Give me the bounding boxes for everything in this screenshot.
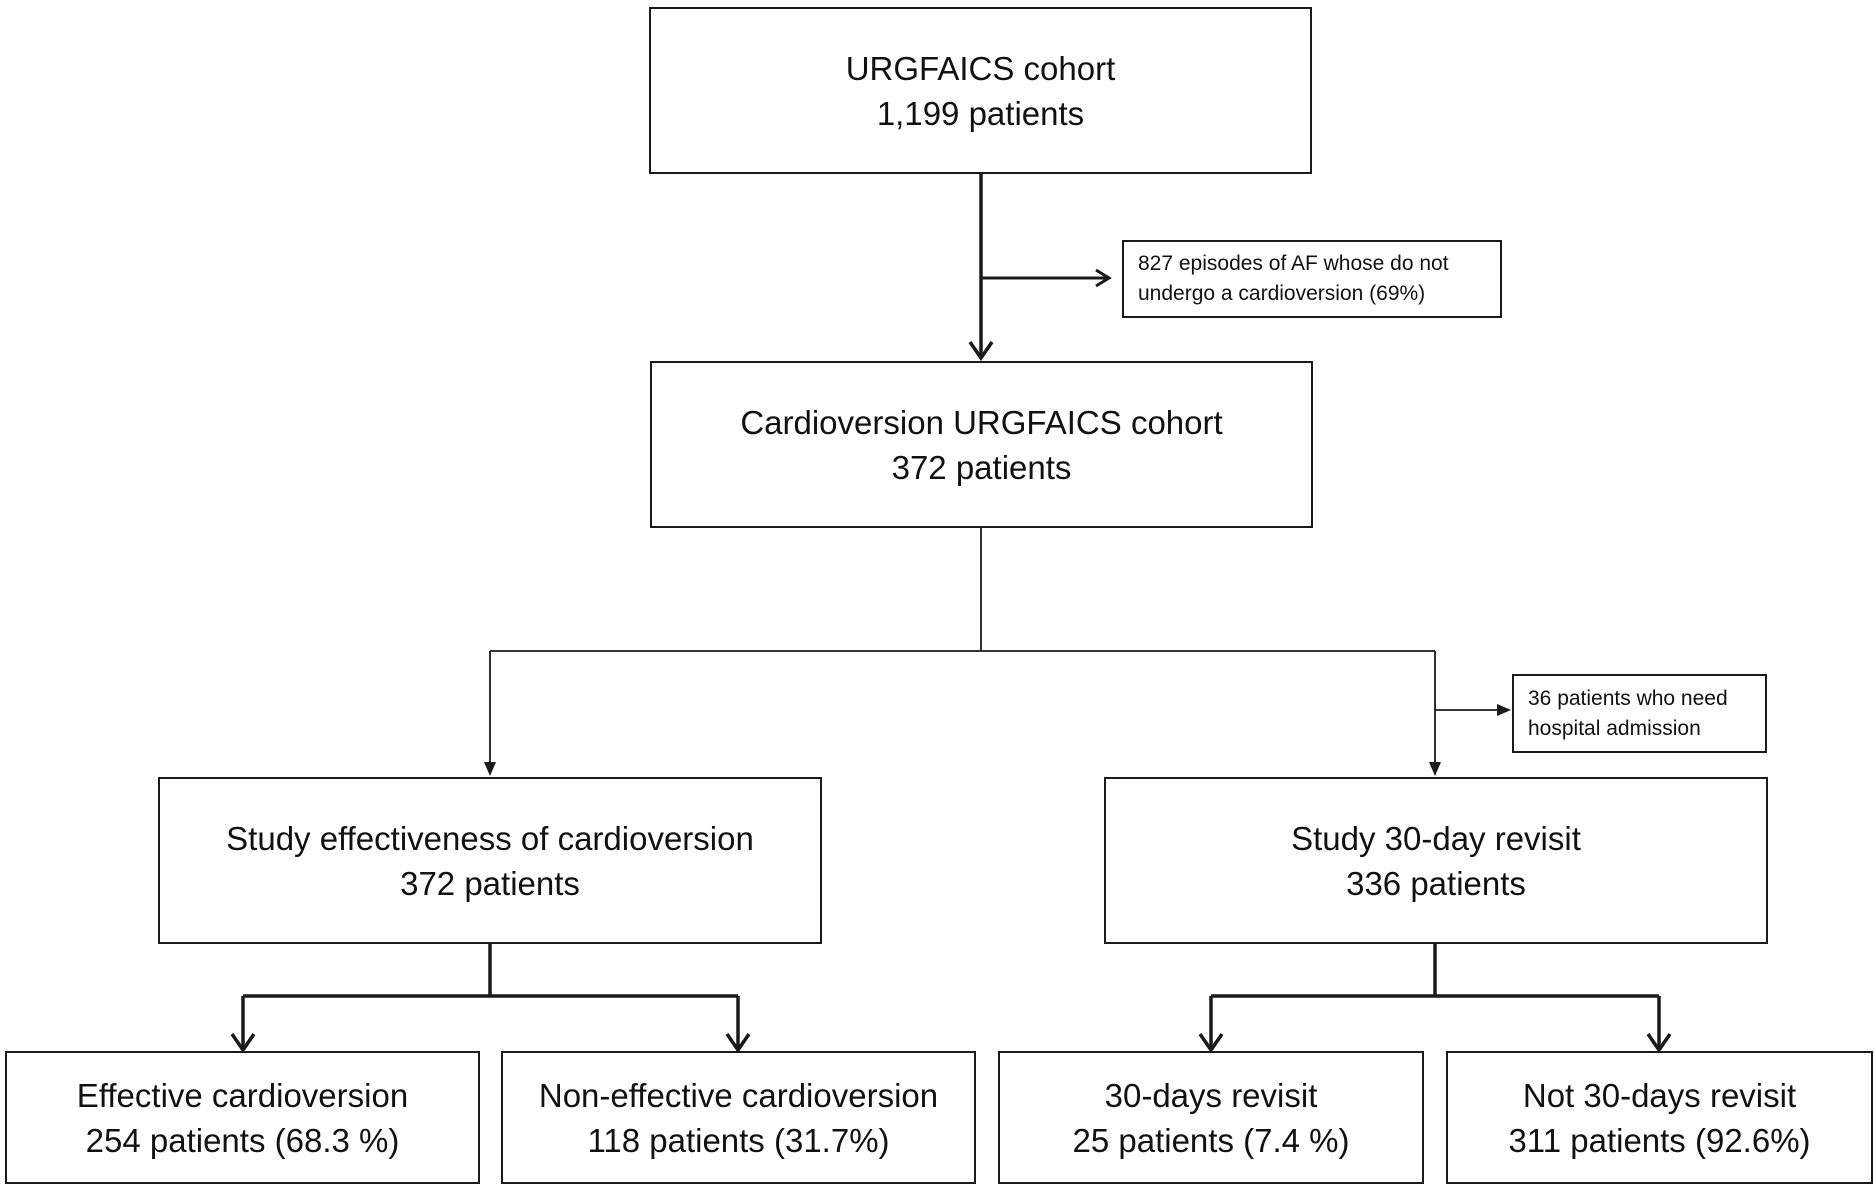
arrow-to-exclusion-admission — [1435, 704, 1511, 716]
revisit-title: 30-days revisit — [1104, 1076, 1318, 1114]
no-revisit-box: Not 30-days revisit 311 patients (92.6%) — [1446, 1051, 1873, 1184]
no-revisit-count: 311 patients (92.6%) — [1508, 1121, 1811, 1159]
revisit-study-title: Study 30-day revisit — [1291, 819, 1581, 857]
cardioversion-cohort-count: 372 patients — [891, 448, 1072, 486]
non-effective-cardioversion-box: Non-effective cardioversion 118 patients… — [501, 1051, 976, 1184]
non-effective-cardioversion-count: 118 patients (31.7%) — [587, 1121, 890, 1159]
cardioversion-cohort-title: Cardioversion URGFAICS cohort — [740, 403, 1223, 441]
cohort-title: URGFAICS cohort — [845, 49, 1116, 87]
cohort-count: 1,199 patients — [876, 94, 1085, 132]
effectiveness-study-box: Study effectiveness of cardioversion 372… — [158, 777, 822, 944]
cohort-box: URGFAICS cohort 1,199 patients — [649, 7, 1312, 174]
revisit-count: 25 patients (7.4 %) — [1072, 1121, 1350, 1159]
no-revisit-title: Not 30-days revisit — [1522, 1076, 1797, 1114]
connector-revisit-outcomes — [1198, 943, 1672, 1054]
effective-cardioversion-box: Effective cardioversion 254 patients (68… — [5, 1051, 480, 1184]
exclusion-cardioversion-line1: 827 episodes of AF whose do not — [1138, 252, 1449, 275]
non-effective-cardioversion-title: Non-effective cardioversion — [538, 1076, 939, 1114]
effective-cardioversion-count: 254 patients (68.3 %) — [85, 1121, 400, 1159]
exclusion-admission-line2: hospital admission — [1528, 716, 1701, 740]
exclusion-cardioversion-note: 827 episodes of AF whose do not undergo … — [1122, 240, 1502, 318]
arrow-to-exclusion-cardioversion — [981, 268, 1112, 288]
exclusion-admission-line1: 36 patients who need — [1528, 686, 1728, 710]
arrow-cohort-to-cardioversion — [968, 173, 994, 362]
effectiveness-study-count: 372 patients — [400, 864, 580, 902]
connector-effectiveness-outcomes — [230, 943, 751, 1054]
effective-cardioversion-title: Effective cardioversion — [76, 1076, 409, 1114]
connector-split-to-studies — [484, 526, 1441, 776]
exclusion-admission-note: 36 patients who need hospital admission — [1512, 674, 1767, 753]
cardioversion-cohort-box: Cardioversion URGFAICS cohort 372 patien… — [650, 361, 1313, 528]
exclusion-cardioversion-line2: undergo a cardioversion (69%) — [1138, 282, 1426, 305]
effectiveness-study-title: Study effectiveness of cardioversion — [226, 819, 754, 857]
revisit-study-box: Study 30-day revisit 336 patients — [1104, 777, 1768, 944]
revisit-box: 30-days revisit 25 patients (7.4 %) — [998, 1051, 1424, 1184]
revisit-study-count: 336 patients — [1346, 864, 1526, 902]
